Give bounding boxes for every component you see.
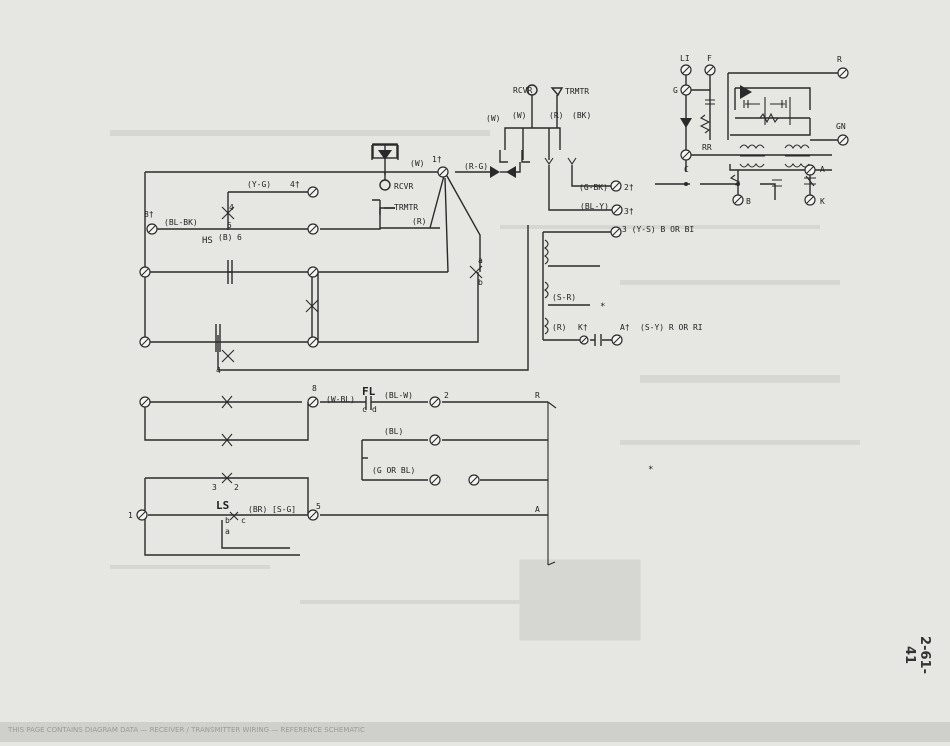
label-gn: GN bbox=[836, 122, 846, 131]
label-sg: [S-G] bbox=[272, 505, 296, 514]
label-n4b: 4 bbox=[216, 366, 221, 375]
label-n1b: 1 bbox=[128, 511, 133, 520]
footer-band bbox=[0, 722, 950, 742]
label-n6: 6 bbox=[237, 233, 242, 242]
label-w-wire: (W) bbox=[410, 159, 424, 168]
diagram-labels: RCVR TRMTR (W) (W) (R) (BK) (W) RCVR TRM… bbox=[128, 54, 846, 536]
label-r-term: R bbox=[837, 55, 842, 64]
label-blbk: (BL-BK) bbox=[164, 218, 198, 227]
label-t4: 4† bbox=[290, 180, 300, 189]
label-pin-w2: (W) bbox=[512, 111, 526, 120]
label-li: LI bbox=[680, 54, 690, 63]
label-pin-bk: (BK) bbox=[572, 111, 591, 120]
label-a-term: A bbox=[820, 165, 825, 174]
fl-ls-section bbox=[136, 395, 557, 566]
label-sy: (S-Y) R OR RI bbox=[640, 323, 703, 332]
label-n2b: 2 bbox=[234, 483, 239, 492]
label-a: a bbox=[478, 256, 483, 265]
label-bl: (BL) bbox=[384, 427, 403, 436]
network-section bbox=[655, 64, 849, 206]
label-pin-w1: (W) bbox=[486, 114, 500, 123]
terminals-left bbox=[139, 166, 449, 348]
label-c: c bbox=[362, 405, 367, 414]
label-side-star: * bbox=[648, 465, 653, 475]
label-kt: K† bbox=[578, 323, 588, 332]
label-hs-sub: (B) bbox=[218, 233, 232, 242]
label-rg: (R-G) bbox=[464, 162, 488, 171]
label-t3: 3† bbox=[624, 207, 634, 216]
label-ls-a: a bbox=[225, 527, 230, 536]
label-rcvr-top: RCVR bbox=[513, 86, 532, 95]
label-br: (BR) bbox=[248, 505, 267, 514]
label-rcvr-mid: RCVR bbox=[394, 182, 413, 191]
label-r-bus: R bbox=[535, 391, 540, 400]
ghost-bleed bbox=[110, 130, 860, 641]
label-trmtr-top: TRMTR bbox=[565, 87, 589, 96]
label-a-bus: A bbox=[535, 505, 540, 514]
label-trmtr-mid: TRMTR bbox=[394, 203, 418, 212]
label-gbk: (G-BK) bbox=[579, 183, 608, 192]
label-r-wire: (R) bbox=[412, 217, 426, 226]
label-f: F bbox=[707, 54, 712, 63]
label-n3: 3 bbox=[212, 483, 217, 492]
hookswitch-section bbox=[144, 143, 529, 371]
label-bly: (BL-Y) bbox=[580, 202, 609, 211]
label-g: G bbox=[673, 86, 678, 95]
label-rr: RR bbox=[702, 143, 712, 152]
label-c2: C bbox=[684, 165, 689, 174]
label-b-term: B bbox=[746, 197, 751, 206]
label-n4a: 4 bbox=[229, 203, 234, 212]
label-sr: (S-R) bbox=[552, 293, 576, 302]
label-t2: 2† bbox=[624, 183, 634, 192]
label-n5: 5 bbox=[227, 221, 232, 230]
label-wbl: (W-BL) bbox=[326, 395, 355, 404]
label-hs: HS bbox=[202, 236, 213, 246]
label-gbl: (G OR BL) bbox=[372, 466, 415, 475]
label-r-low: (R) bbox=[552, 323, 566, 332]
footer-text: THIS PAGE CONTAINS DIAGRAM DATA — RECEIV… bbox=[8, 726, 365, 734]
label-blw: (BL-W) bbox=[384, 391, 413, 400]
label-n5b: 5 bbox=[316, 502, 321, 511]
label-at: A† bbox=[620, 323, 630, 332]
label-ys: 3 (Y-S) B OR BI bbox=[622, 225, 694, 234]
connector-section bbox=[455, 84, 623, 346]
label-k-term: K bbox=[820, 197, 825, 206]
label-ls-b: b bbox=[225, 516, 230, 525]
label-d: d bbox=[372, 405, 377, 414]
label-t8: 8† bbox=[144, 210, 154, 219]
label-ls-c: c bbox=[241, 516, 246, 525]
label-pin-r: (R) bbox=[549, 111, 563, 120]
label-ls: LS bbox=[216, 499, 229, 512]
label-fl: FL bbox=[362, 385, 376, 398]
label-n2a: 2 bbox=[444, 391, 449, 400]
label-n8: 8 bbox=[312, 384, 317, 393]
label-yg: (Y-G) bbox=[247, 180, 271, 189]
page-number: 2-61-41 bbox=[902, 636, 932, 674]
label-b: b bbox=[478, 278, 483, 287]
label-n1: 1† bbox=[432, 155, 442, 164]
label-star: * bbox=[600, 302, 605, 312]
